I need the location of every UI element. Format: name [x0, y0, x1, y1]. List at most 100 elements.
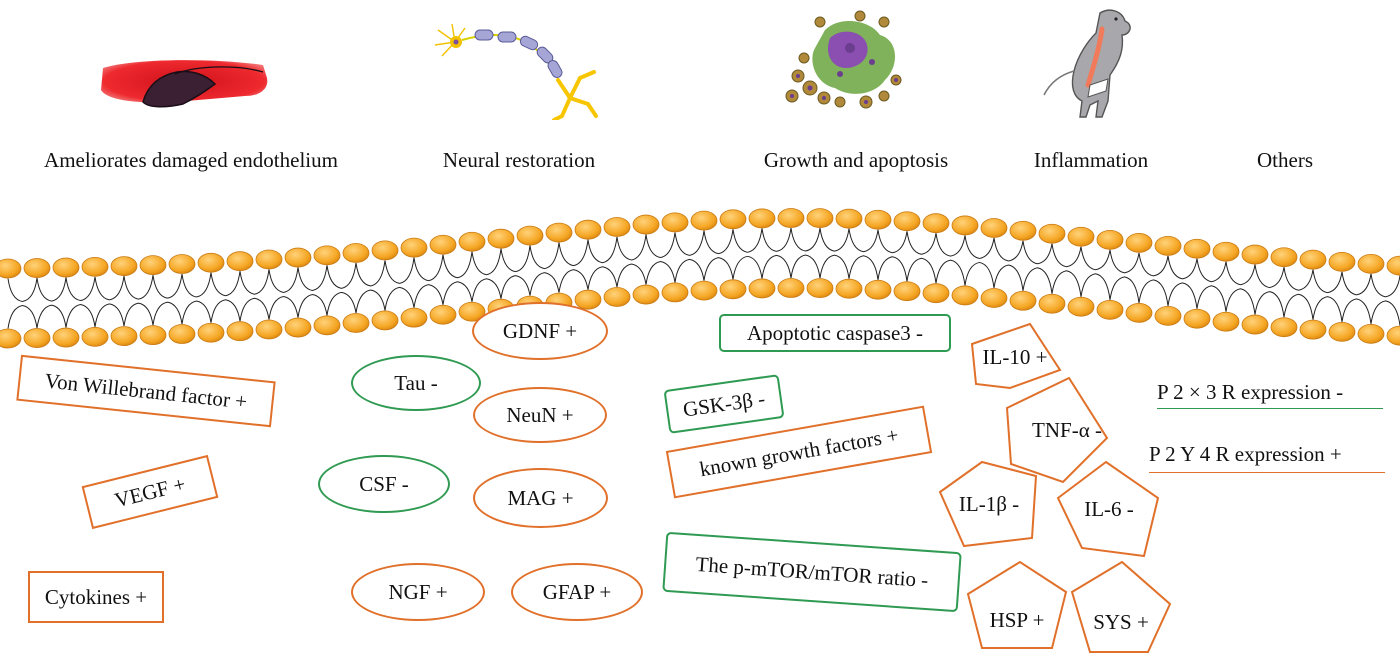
membrane-head-inner [226, 321, 254, 342]
membrane-head-inner [1212, 311, 1240, 332]
membrane-head-outer [255, 249, 283, 270]
membrane-head-inner [313, 315, 341, 336]
membrane-head-inner [1154, 305, 1182, 326]
membrane-head-outer [864, 209, 892, 230]
membrane-head-outer [661, 212, 689, 233]
membrane-head-outer [835, 208, 863, 229]
membrane-head-inner [980, 288, 1008, 308]
membrane-head-outer [1212, 241, 1240, 262]
membrane-head-outer [487, 228, 515, 249]
membrane-head-outer [23, 258, 51, 278]
membrane-head-outer [1009, 220, 1037, 241]
tag-gfap: GFAP + [511, 563, 643, 621]
membrane-head-inner [1096, 299, 1124, 320]
membrane-head-outer [922, 213, 950, 234]
others-p2x3r-underline [1157, 408, 1383, 409]
membrane-head-outer [777, 208, 805, 228]
others-p2y4r-underline [1149, 472, 1385, 473]
membrane-head-outer [429, 234, 457, 255]
membrane-head-outer [1241, 244, 1269, 265]
membrane-head-outer [139, 255, 167, 276]
membrane-head-outer [1386, 255, 1400, 276]
tag-neun: NeuN + [473, 387, 607, 443]
membrane-head-outer [632, 214, 660, 235]
category-neural: Neural restoration [442, 148, 596, 172]
membrane-head-outer [574, 219, 602, 240]
cell-membrane [0, 208, 1400, 349]
membrane-head-inner [893, 281, 921, 302]
membrane-head-inner [864, 279, 892, 300]
membrane-head-inner [429, 304, 457, 325]
membrane-head-inner [661, 282, 689, 303]
membrane-head-inner [1270, 317, 1298, 338]
membrane-head-inner [922, 283, 950, 304]
tag-il-10-label: IL-10 + [982, 344, 1048, 369]
membrane-head-inner [1241, 314, 1269, 335]
membrane-head-inner [632, 284, 660, 305]
membrane-head-outer [168, 254, 196, 274]
membrane-head-outer [719, 209, 747, 230]
tag-tnf-a-label: TNF-α - [1032, 417, 1102, 442]
membrane-head-inner [1386, 325, 1400, 346]
membrane-head-outer [1038, 223, 1066, 244]
membrane-head-inner [835, 278, 863, 299]
tag-gdnf: GDNF + [472, 302, 608, 360]
membrane-head-inner [1299, 319, 1327, 340]
category-growth: Growth and apoptosis [763, 148, 949, 172]
membrane-head-outer [748, 208, 776, 229]
membrane-head-outer [0, 258, 22, 279]
tag-il-1b-label: IL-1β - [958, 491, 1020, 516]
membrane-head-inner [255, 319, 283, 340]
membrane-head-inner [748, 278, 776, 299]
others-p2y4r: P 2 Y 4 R expression + [1149, 442, 1342, 466]
neuron-icon [434, 23, 598, 120]
tag-tnf-a: TNF-α - [1005, 376, 1109, 484]
membrane-head-outer [893, 211, 921, 232]
membrane-head-inner [1183, 308, 1211, 329]
membrane-head-outer [516, 225, 544, 246]
category-others: Others [1257, 148, 1313, 172]
tag-il-1b: IL-1β - [938, 460, 1038, 548]
membrane-head-inner [603, 287, 631, 307]
membrane-head-outer [400, 237, 428, 258]
membrane-head-outer [81, 256, 109, 277]
membrane-head-inner [23, 328, 51, 348]
membrane-head-outer [197, 252, 225, 273]
membrane-head-inner [1125, 302, 1153, 323]
membrane-head-outer [690, 210, 718, 231]
membrane-head-outer [1357, 253, 1385, 274]
membrane-head-inner [951, 285, 979, 306]
rat-icon [1043, 9, 1131, 118]
membrane-head-inner [110, 326, 138, 347]
tag-apoptotic-caspase3: Apoptotic caspase3 - [719, 314, 951, 352]
tag-il-10: IL-10 + [968, 322, 1062, 390]
tag-ngf: NGF + [351, 563, 485, 621]
tag-von-willebrand-factor: Von Willebrand factor + [16, 354, 276, 428]
membrane-head-outer [603, 217, 631, 237]
membrane-head-outer [1154, 235, 1182, 256]
membrane-head-inner [1038, 293, 1066, 314]
tag-sys-label: SYS + [1093, 609, 1149, 634]
membrane-head-outer [806, 208, 834, 229]
membrane-head-outer [545, 222, 573, 243]
membrane-head-outer [313, 245, 341, 266]
membrane-head-outer [1328, 251, 1356, 272]
tag-sys: SYS + [1070, 560, 1172, 654]
membrane-head-outer [458, 231, 486, 252]
membrane-head-outer [110, 256, 138, 277]
membrane-head-outer [1183, 238, 1211, 259]
membrane-head-outer [1270, 247, 1298, 268]
damaged-vessel-icon [101, 60, 268, 108]
tag-gsk-3b: GSK-3β - [663, 374, 785, 434]
membrane-head-inner [806, 278, 834, 299]
membrane-head-inner [1067, 296, 1095, 317]
others-p2x3r: P 2 × 3 R expression - [1157, 380, 1344, 404]
membrane-head-inner [52, 327, 80, 348]
tag-hsp: HSP + [966, 560, 1068, 650]
membrane-head-inner [777, 278, 805, 298]
category-endothelium: Ameliorates damaged endothelium [44, 148, 338, 172]
tag-cytokines: Cytokines + [28, 571, 164, 623]
membrane-head-inner [284, 317, 312, 338]
membrane-head-outer [226, 251, 254, 272]
tag-il-6: IL-6 - [1056, 460, 1160, 558]
